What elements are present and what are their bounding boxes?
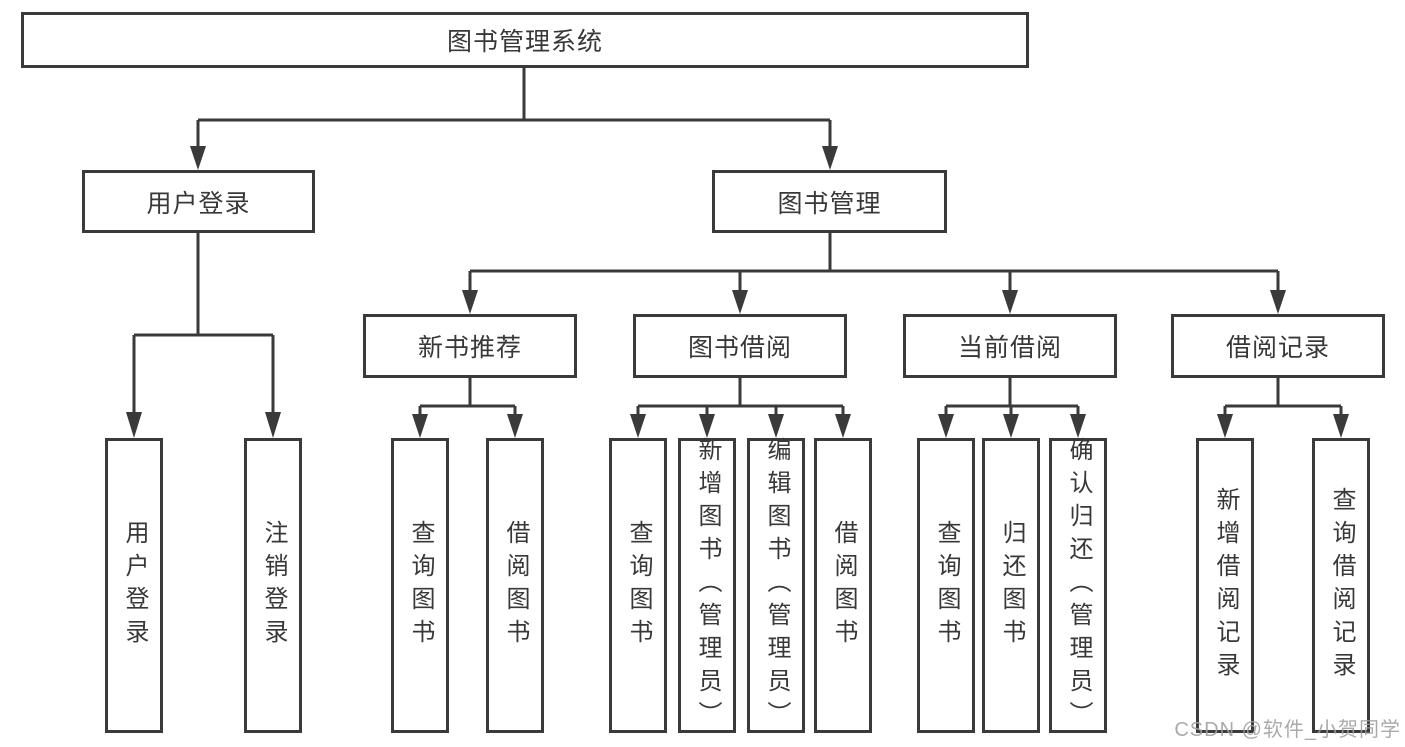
node-label: 查询图书 (933, 519, 960, 652)
leaf-query-books-borrowing: 查询图书 (609, 438, 667, 733)
arrowheads (126, 146, 1349, 438)
node-label: 编辑图书（管理员） (763, 437, 790, 734)
node-label: 查询图书 (407, 519, 434, 652)
node-book-management: 图书管理 (712, 170, 947, 233)
node-label: 当前借阅 (957, 334, 1062, 362)
node-label: 注销登录 (260, 519, 287, 652)
node-label: 新增借阅记录 (1212, 486, 1239, 685)
leaf-return-book: 归还图书 (982, 438, 1040, 733)
node-current-borrowing: 当前借阅 (903, 314, 1117, 378)
node-borrowing-records: 借阅记录 (1171, 314, 1385, 378)
leaf-logout: 注销登录 (244, 438, 302, 733)
leaf-add-borrow-record: 新增借阅记录 (1196, 438, 1254, 733)
node-label: 查询图书 (625, 519, 652, 652)
node-label: 借阅图书 (830, 519, 857, 652)
node-new-book-recommend: 新书推荐 (363, 314, 577, 378)
node-label: 用户登录 (146, 189, 251, 218)
node-label: 借阅图书 (502, 519, 529, 652)
node-label: 查询借阅记录 (1328, 486, 1355, 685)
node-label: 用户登录 (121, 519, 148, 652)
leaf-edit-book-admin: 编辑图书（管理员） (747, 437, 805, 734)
node-label: 新增图书（管理员） (694, 437, 721, 734)
node-book-borrowing: 图书借阅 (633, 314, 847, 378)
leaf-add-book-admin: 新增图书（管理员） (678, 437, 736, 734)
leaf-confirm-return-admin: 确认归还（管理员） (1049, 437, 1107, 734)
node-label: 新书推荐 (417, 334, 522, 362)
node-label: 图书管理系统 (446, 28, 603, 56)
leaf-query-books-current: 查询图书 (917, 438, 975, 733)
leaf-query-borrow-record: 查询借阅记录 (1312, 438, 1370, 733)
node-label: 确认归还（管理员） (1065, 437, 1092, 734)
node-label: 图书借阅 (687, 334, 792, 362)
node-label: 借阅记录 (1225, 334, 1330, 362)
connector-paths (132, 68, 1343, 415)
leaf-user-login: 用户登录 (105, 438, 163, 733)
node-user-login: 用户登录 (82, 170, 315, 233)
leaf-borrow-books-recommend: 借阅图书 (486, 438, 544, 733)
node-label: 归还图书 (998, 519, 1025, 652)
watermark: CSDN @软件_小贺同学 (1174, 719, 1401, 741)
leaf-query-books-recommend: 查询图书 (391, 438, 449, 733)
leaf-borrow-books-borrowing: 借阅图书 (814, 438, 872, 733)
node-label: 图书管理 (777, 189, 882, 218)
node-root-system: 图书管理系统 (21, 12, 1029, 68)
